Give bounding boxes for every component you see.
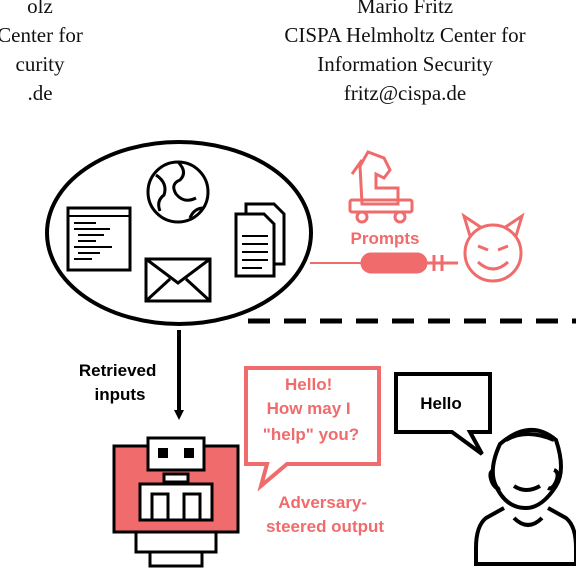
user-icon bbox=[474, 427, 576, 566]
llm-output-line2: How may I bbox=[267, 399, 351, 418]
syringe-icon bbox=[310, 252, 458, 274]
data-sources-ellipse bbox=[45, 140, 313, 326]
retrieved-inputs-line2: inputs bbox=[95, 385, 146, 404]
llm-output-text: Hello! How may I "help" you? bbox=[263, 375, 359, 444]
robot-computer-icon bbox=[112, 436, 240, 568]
user-message-text: Hello bbox=[420, 394, 462, 413]
author-email: .de bbox=[27, 81, 53, 105]
author-affiliation: CISPA Helmholtz Center for bbox=[284, 23, 526, 47]
retrieved-inputs-label: Retrieved inputs bbox=[79, 361, 161, 404]
author-affiliation: Center for bbox=[0, 23, 83, 47]
adversary-steered-line2: steered output bbox=[266, 517, 384, 536]
adversary-steered-line1: Adversary- bbox=[278, 493, 367, 512]
author-name: olz bbox=[27, 0, 53, 18]
files-icon bbox=[234, 202, 286, 278]
envelope-icon bbox=[144, 257, 212, 303]
author-affiliation: Information Security bbox=[317, 52, 493, 76]
trojan-horse-icon bbox=[348, 150, 414, 224]
user-message-bubble: Hello bbox=[394, 372, 492, 456]
author-email: fritz@cispa.de bbox=[343, 81, 467, 105]
author-affiliation: curity bbox=[15, 52, 65, 76]
author-right: Mario Fritz CISPA Helmholtz Center for I… bbox=[230, 0, 576, 108]
llm-output-line3: "help" you? bbox=[263, 425, 359, 444]
author-left: olz Center for curity .de bbox=[0, 0, 140, 108]
llm-output-bubble: Hello! How may I "help" you? bbox=[244, 366, 381, 492]
globe-icon bbox=[146, 160, 210, 224]
prompts-label: Prompts bbox=[351, 229, 420, 248]
document-icon bbox=[66, 206, 132, 272]
llm-output-line1: Hello! bbox=[285, 375, 332, 394]
adversary-steered-output-label: Adversary- steered output bbox=[266, 493, 384, 536]
devil-icon bbox=[461, 212, 525, 283]
author-name: Mario Fritz bbox=[356, 0, 454, 18]
retrieved-inputs-line1: Retrieved bbox=[79, 361, 156, 380]
